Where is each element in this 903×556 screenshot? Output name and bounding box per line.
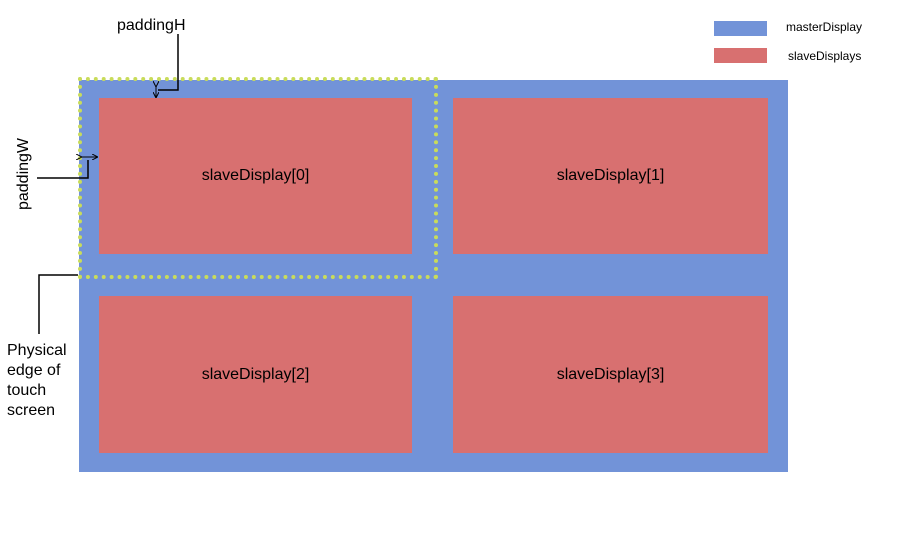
edge-leader [38,274,78,334]
slave-display-1: slaveDisplay[1] [453,98,768,254]
legend-master-swatch [714,21,767,36]
padding-h-leader [158,34,179,91]
slave-display-2: slaveDisplay[2] [99,296,412,453]
edge-label-line-4: screen [7,402,56,419]
legend-master-label: masterDisplay [786,20,863,34]
legend-slave-label: slaveDisplays [788,49,862,63]
padding-h-label: paddingH [117,17,186,34]
padding-w-leader [37,160,89,179]
padding-w-label: paddingW [15,137,32,211]
slave-display-0: slaveDisplay[0] [99,98,412,254]
edge-label-line-3: touch [7,382,47,399]
legend-slave-swatch [714,48,767,63]
slave-display-3: slaveDisplay[3] [453,296,768,453]
edge-label-line-1: Physical [7,342,67,359]
physical-edge-label: Physical edge of touch screen [7,341,67,421]
edge-label-line-2: edge of [7,362,61,379]
